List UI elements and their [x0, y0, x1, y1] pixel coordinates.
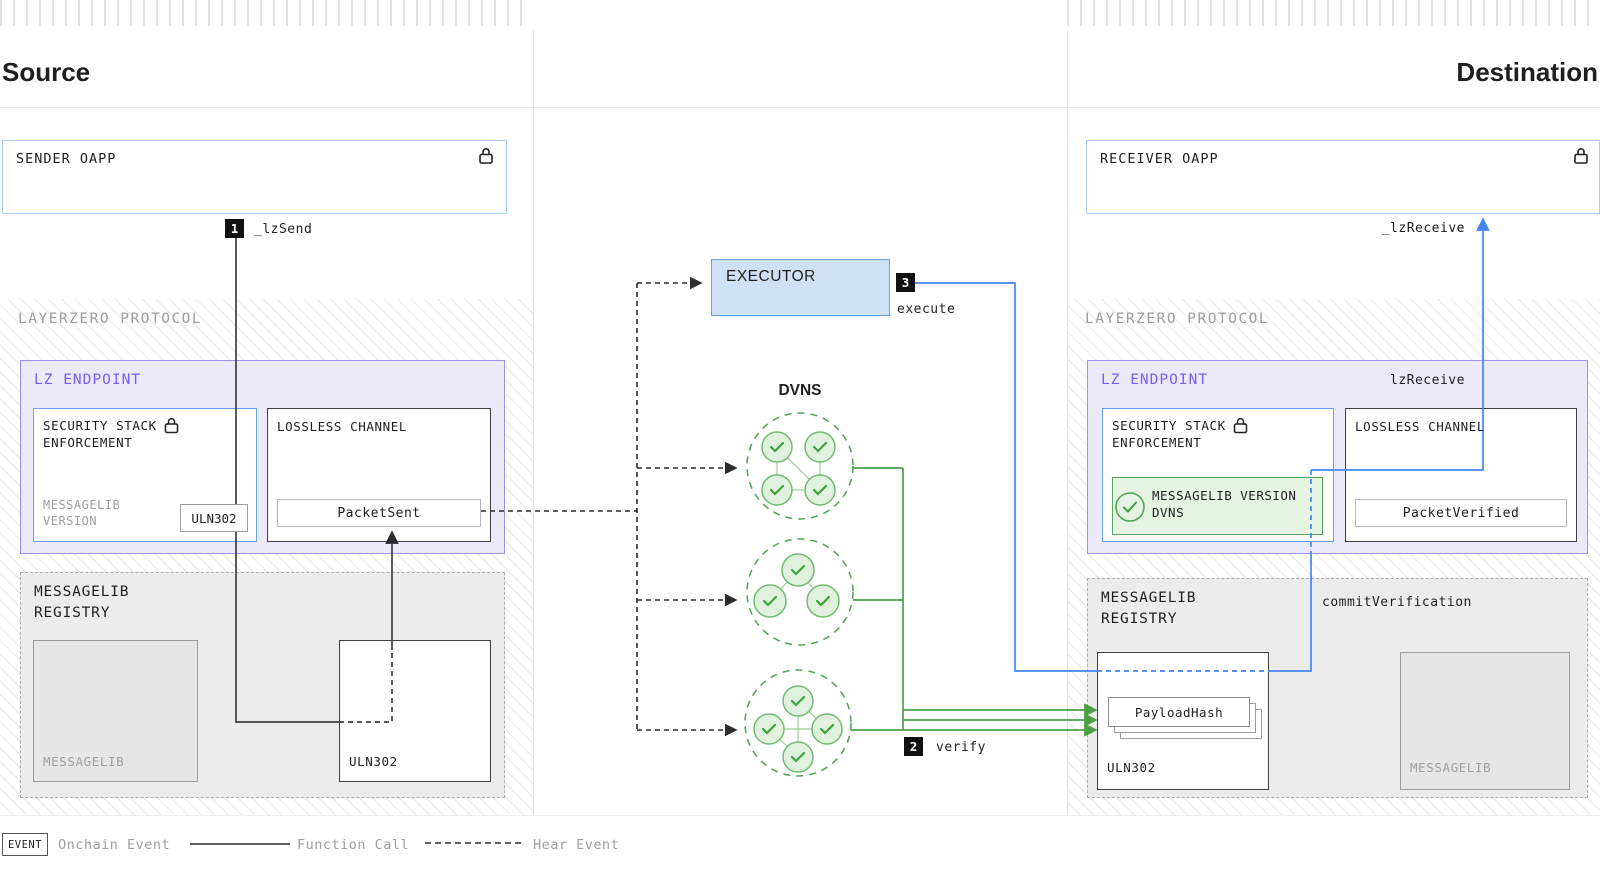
packetverified-event: PacketVerified: [1355, 499, 1567, 527]
packetsent-event: PacketSent: [277, 499, 481, 527]
uln302-version-chip: ULN302: [180, 504, 248, 532]
dvn-cluster-2: [746, 538, 854, 646]
column-divider-left: [533, 30, 534, 816]
destination-uln302-box-label: ULN302: [1107, 760, 1156, 775]
dvn-cluster-3: [744, 669, 852, 777]
lock-icon: [164, 417, 179, 434]
destination-heading: Destination: [1456, 57, 1598, 87]
executor-box: [711, 259, 890, 316]
destination-messagelib-box-label: MESSAGELIB: [1410, 760, 1492, 775]
dvns-label: DVNS: [778, 382, 822, 399]
source-registry-title: MESSAGELIB REGISTRY: [34, 584, 130, 621]
destination-security-stack-title: SECURITY STACK ENFORCEMENT: [1112, 417, 1248, 451]
lzsend-label: _lzSend: [254, 222, 313, 237]
footer-rule: [0, 815, 1600, 816]
lzreceive-label: lzReceive: [1390, 373, 1465, 388]
security-title-line1: SECURITY STACK: [1112, 418, 1226, 433]
legend-hear-event-line: [425, 842, 521, 844]
execute-label: execute: [897, 302, 956, 317]
dvn-cluster-1: [746, 412, 854, 520]
lock-icon: [1574, 148, 1588, 164]
lock-icon: [479, 148, 493, 164]
commitverification-label: commitVerification: [1322, 595, 1472, 610]
event-legend-badge: EVENT: [2, 833, 48, 856]
source-top-stripe-band: [0, 0, 533, 26]
step-1-badge: 1: [225, 219, 244, 238]
source-messagelib-box: [33, 640, 198, 782]
destination-lz-endpoint-title: LZ ENDPOINT: [1101, 372, 1209, 388]
executor-label: EXECUTOR: [726, 268, 816, 285]
destination-messagelib-box: [1400, 652, 1570, 790]
security-title-line2: ENFORCEMENT: [1112, 435, 1202, 450]
messagelib-version-label: MESSAGELIB VERSION: [43, 498, 121, 528]
payloadhash-box: PayloadHash: [1108, 697, 1250, 727]
header-rule: [0, 107, 1600, 108]
destination-top-stripe-band: [1067, 0, 1600, 26]
check-icon: [1115, 492, 1145, 522]
source-protocol-label: LAYERZERO PROTOCOL: [18, 311, 203, 327]
destination-lossless-channel-title: LOSSLESS CHANNEL: [1355, 419, 1486, 434]
step-2-badge: 2: [904, 737, 923, 756]
verify-label: verify: [936, 740, 986, 755]
destination-protocol-label: LAYERZERO PROTOCOL: [1085, 311, 1270, 327]
security-title-line1: SECURITY STACK: [43, 418, 157, 433]
messagelib-version-dvns-text: MESSAGELIB VERSION DVNS: [1152, 488, 1297, 520]
source-uln302-box-label: ULN302: [349, 754, 398, 769]
sender-oapp-box: [2, 140, 507, 214]
receiver-oapp-box: [1086, 140, 1600, 214]
lock-icon: [1233, 417, 1248, 434]
security-title-line2: ENFORCEMENT: [43, 435, 133, 450]
step-3-badge: 3: [896, 273, 915, 292]
messagelib-version-dvns-badge: [1112, 477, 1323, 535]
source-security-stack-title: SECURITY STACK ENFORCEMENT: [43, 417, 179, 451]
legend-hear-event-label: Hear Event: [533, 837, 620, 853]
lzreceive-call-label: _lzReceive: [1381, 221, 1465, 236]
receiver-oapp-label: RECEIVER OAPP: [1100, 151, 1219, 167]
legend-function-call-label: Function Call: [297, 837, 410, 853]
sender-oapp-label: SENDER OAPP: [16, 151, 117, 167]
source-lossless-channel-title: LOSSLESS CHANNEL: [277, 419, 408, 434]
legend-onchain-event-label: Onchain Event: [58, 837, 171, 853]
source-lz-endpoint-title: LZ ENDPOINT: [34, 372, 142, 388]
destination-registry-title: MESSAGELIB REGISTRY: [1101, 590, 1197, 627]
legend-function-call-line: [190, 843, 290, 845]
source-messagelib-box-label: MESSAGELIB: [43, 754, 125, 769]
source-heading: Source: [2, 57, 91, 87]
